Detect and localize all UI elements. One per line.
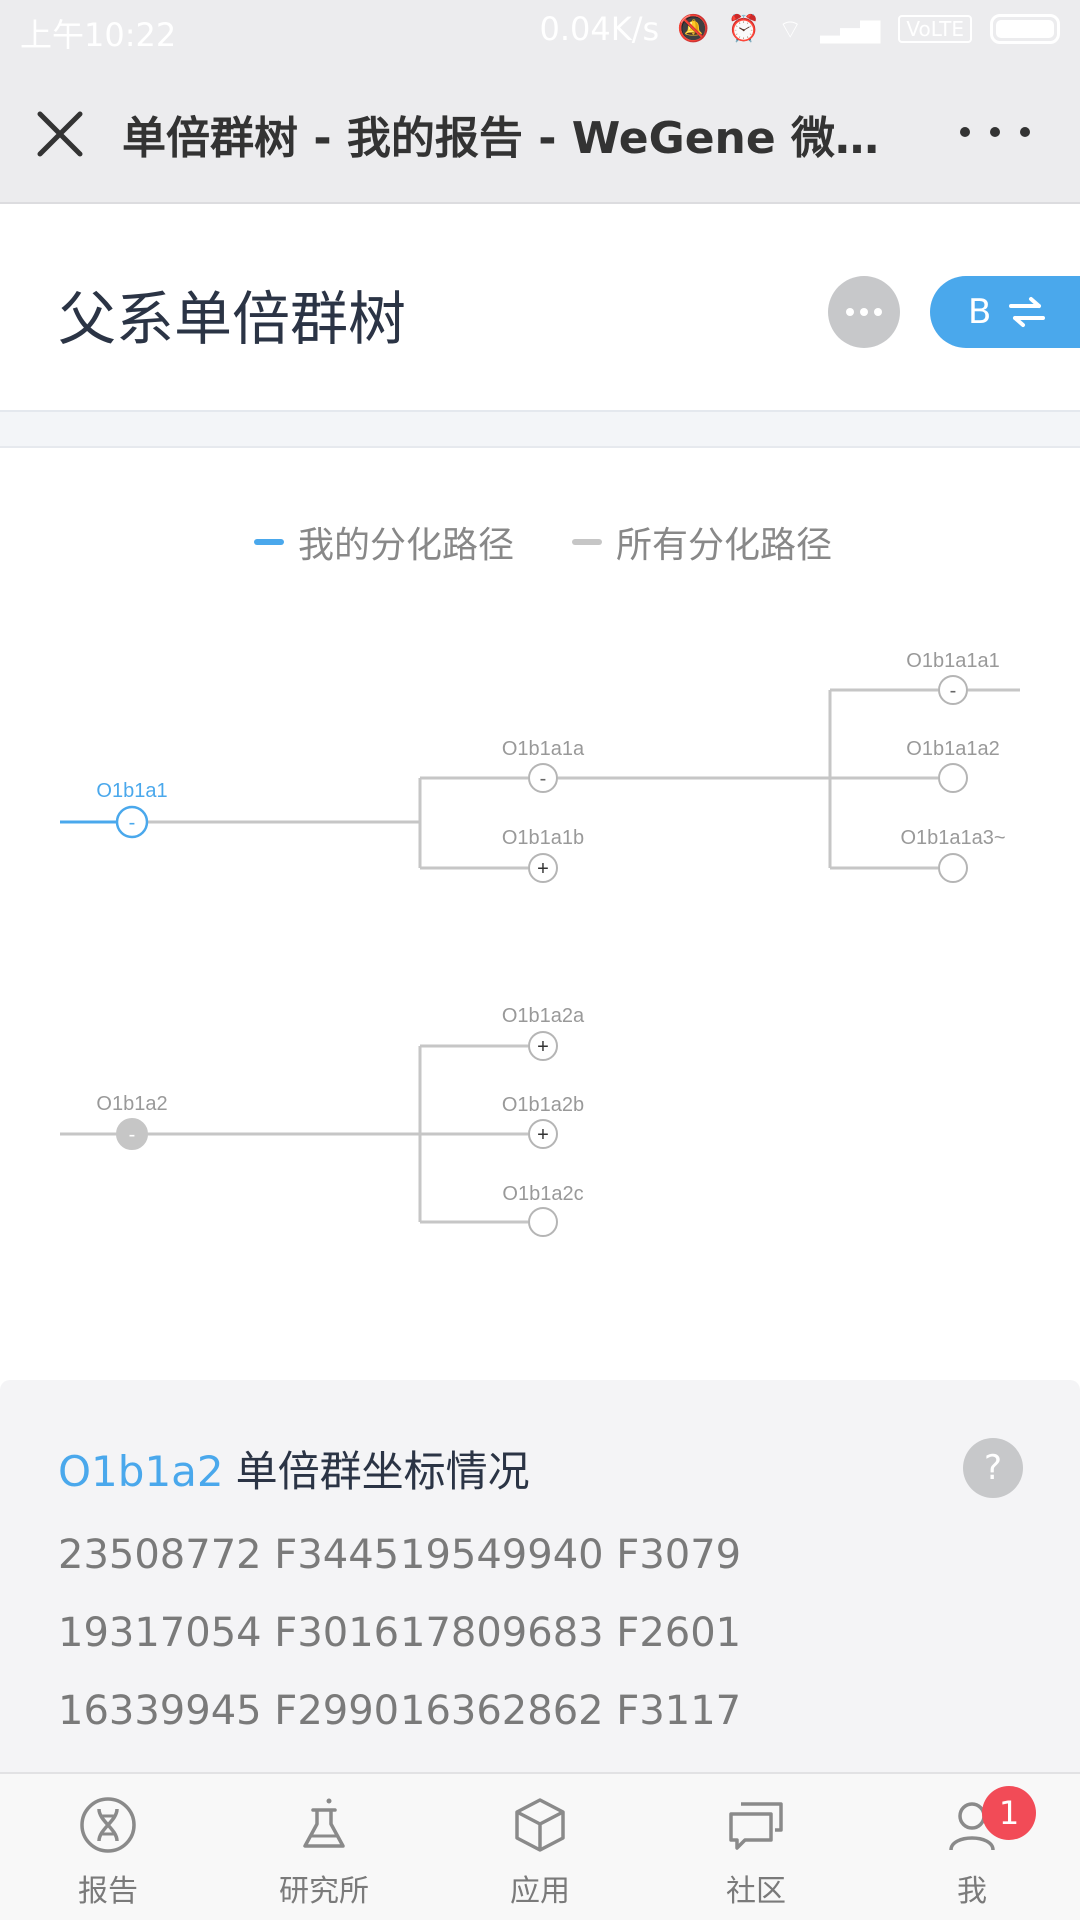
node-circle[interactable]: [528, 853, 558, 883]
tab-bar: 报告 研究所 应用 社区 我 1: [0, 1772, 1080, 1920]
haplogroup-tree: O1b1a1 - O1b1a1a - O1b1a1b + O1b1a1a1 - …: [60, 650, 1020, 1237]
svg-text:O1b1a1a: O1b1a1a: [502, 738, 585, 760]
node-circle[interactable]: [528, 1207, 558, 1237]
svg-text:+: +: [537, 1036, 549, 1058]
tab-label: 社区: [726, 1874, 786, 1909]
tree-node[interactable]: O1b1a2a +: [502, 1005, 585, 1061]
svg-text:O1b1a2a: O1b1a2a: [502, 1005, 585, 1027]
volte-badge: VoLTE: [898, 15, 972, 43]
tree-node[interactable]: O1b1a2 -: [96, 1093, 168, 1150]
tab-apps[interactable]: 应用: [432, 1774, 648, 1922]
notification-badge: 1: [982, 1786, 1036, 1840]
page-header: 父系单倍群树 B: [0, 204, 1080, 412]
tab-label: 应用: [510, 1874, 570, 1909]
legend: 我的分化路径 所有分化路径: [254, 516, 832, 568]
tree-node[interactable]: O1b1a2b +: [502, 1094, 584, 1149]
tab-report[interactable]: 报告: [0, 1774, 216, 1922]
switch-label: B: [968, 292, 992, 332]
coordinate-item: 16339945 F2990: [58, 1688, 400, 1734]
legend-all-swatch: [572, 539, 603, 545]
more-menu-icon[interactable]: [960, 112, 1030, 152]
tree-node[interactable]: O1b1a1a1 -: [906, 650, 1000, 705]
coordinate-item: 16362862 F3117: [400, 1688, 742, 1734]
svg-text:+: +: [537, 1124, 549, 1146]
nav-bar: 单倍群树 - 我的报告 - WeGene 微…: [0, 62, 1080, 204]
svg-text:-: -: [950, 680, 957, 702]
node-circle[interactable]: [938, 853, 968, 883]
tab-label: 研究所: [279, 1874, 369, 1909]
tab-community[interactable]: 社区: [648, 1774, 864, 1922]
svg-text:O1b1a2c: O1b1a2c: [502, 1183, 583, 1205]
battery-icon: [990, 14, 1060, 44]
svg-text:O1b1a1a2: O1b1a1a2: [906, 738, 999, 760]
tree-node[interactable]: O1b1a1b +: [502, 827, 584, 883]
tab-me[interactable]: 我 1: [864, 1774, 1080, 1922]
node-circle[interactable]: [528, 1119, 558, 1149]
section-divider: [0, 412, 1080, 448]
svg-text:-: -: [129, 812, 136, 834]
node-circle[interactable]: [528, 763, 558, 793]
svg-text:O1b1a1a1: O1b1a1a1: [906, 650, 999, 672]
tab-label: 我: [957, 1874, 987, 1909]
coordinate-item: 17809683 F2601: [400, 1610, 742, 1656]
svg-text:-: -: [540, 768, 547, 790]
svg-text:+: +: [537, 858, 549, 880]
tab-label: 报告: [78, 1874, 138, 1909]
coordinates-title-suffix: 单倍群坐标情况: [235, 1447, 530, 1496]
flask-icon: [303, 1798, 345, 1848]
status-time: 上午10:22: [20, 16, 177, 54]
node-circle[interactable]: [528, 1031, 558, 1061]
status-bar: 上午10:22 0.04K/s 🔕 ⏰ ⌔ ▂▄▆ VoLTE: [0, 0, 1080, 62]
chat-icon: [729, 1802, 783, 1850]
svg-text:O1b1a1b: O1b1a1b: [502, 827, 584, 849]
node-circle[interactable]: [938, 763, 968, 793]
tree-node[interactable]: O1b1a1a -: [502, 738, 585, 793]
more-options-button[interactable]: [828, 276, 900, 348]
haplogroup-name: O1b1a2: [58, 1447, 224, 1496]
signal-icon: ▂▄▆: [820, 14, 881, 44]
close-icon[interactable]: [30, 104, 90, 164]
node-circle[interactable]: [938, 675, 968, 705]
tree-node[interactable]: O1b1a1a2: [906, 738, 1000, 793]
network-speed: 0.04K/s: [539, 10, 660, 48]
switch-button[interactable]: B: [930, 276, 1080, 348]
nav-title: 单倍群树 - 我的报告 - WeGene 微…: [122, 113, 880, 162]
coordinate-item: 23508772 F3445: [58, 1532, 400, 1578]
legend-mine-swatch: [254, 539, 284, 545]
legend-mine-label: 我的分化路径: [298, 525, 515, 566]
svg-text:O1b1a2: O1b1a2: [96, 1093, 167, 1115]
svg-text:-: -: [129, 1124, 136, 1146]
cube-icon: [515, 1798, 565, 1852]
svg-text:O1b1a2b: O1b1a2b: [502, 1094, 584, 1116]
alarm-icon: ⏰: [727, 14, 760, 44]
legend-all-label: 所有分化路径: [616, 525, 833, 566]
node-circle[interactable]: [115, 805, 149, 839]
tab-institute[interactable]: 研究所: [216, 1774, 432, 1922]
tree-node[interactable]: O1b1a1a3~: [900, 827, 1006, 883]
node-circle[interactable]: [116, 1118, 148, 1150]
mute-icon: 🔕: [677, 14, 710, 44]
help-button[interactable]: ?: [963, 1438, 1023, 1498]
svg-text:O1b1a1a3~: O1b1a1a3~: [900, 827, 1005, 849]
swap-icon: [1009, 297, 1046, 327]
tree-node[interactable]: O1b1a2c: [502, 1183, 584, 1237]
page-title: 父系单倍群树: [58, 285, 407, 353]
tree-node[interactable]: O1b1a1 -: [96, 780, 168, 839]
coordinate-item: 19549940 F3079: [400, 1532, 742, 1578]
wifi-icon: ⌔: [777, 14, 803, 45]
coordinate-item: 19317054 F3016: [58, 1610, 400, 1656]
status-indicators: 0.04K/s 🔕 ⏰ ⌔ ▂▄▆ VoLTE: [539, 10, 1060, 48]
dna-icon: [80, 1797, 136, 1853]
svg-text:O1b1a1: O1b1a1: [96, 780, 167, 802]
